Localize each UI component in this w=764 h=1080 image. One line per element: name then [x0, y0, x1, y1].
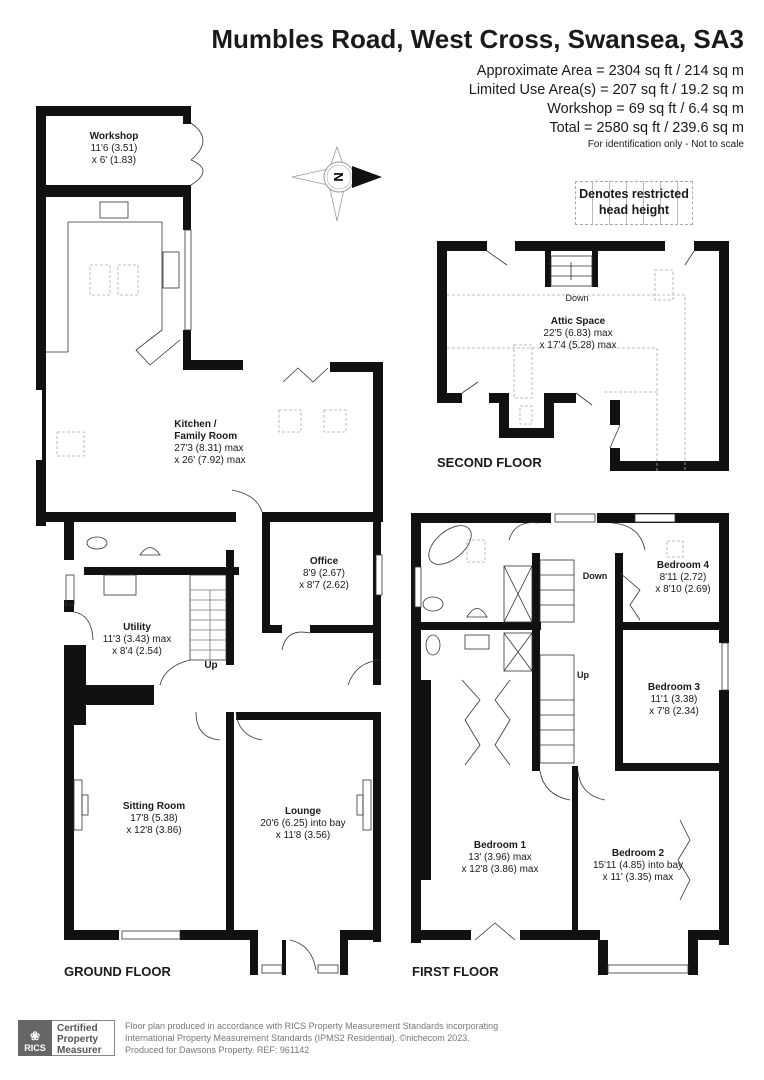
- stairs-up-label: Up: [204, 660, 218, 671]
- footer-line: Produced for Dawsons Property. REF: 9611…: [125, 1045, 310, 1055]
- first-floor-label: FIRST FLOOR: [412, 964, 499, 979]
- svg-text:N: N: [331, 172, 346, 181]
- footer-disclaimer: Floor plan produced in accordance with R…: [125, 1020, 498, 1056]
- footer-line: International Property Measurement Stand…: [125, 1033, 470, 1043]
- area-approximate: Approximate Area = 2304 sq ft / 214 sq m: [476, 63, 744, 79]
- ground-floor-label: GROUND FLOOR: [64, 964, 171, 979]
- legend-line-2: head height: [598, 203, 670, 217]
- first-stairs-up-label: Up: [577, 670, 589, 680]
- toilet-icon: [86, 536, 108, 550]
- toilet-icon: [422, 596, 444, 612]
- cert-line: Certified: [57, 1023, 98, 1034]
- staircase: [189, 574, 227, 661]
- ground-floor-walls: [36, 106, 383, 975]
- second-floor-fixtures: [447, 250, 695, 471]
- first-stairs-down-label: Down: [582, 571, 608, 581]
- restricted-height-legend: Denotes restricted head height: [575, 181, 693, 225]
- area-summary: Approximate Area = 2304 sq ft / 214 sq m…: [469, 62, 744, 138]
- rics-logo: ❀RICS: [18, 1020, 52, 1056]
- cert-line: Measurer: [57, 1045, 102, 1056]
- north-compass-icon: N: [291, 145, 382, 222]
- utility-sink-icon: [103, 574, 137, 596]
- scale-note: For identification only - Not to scale: [587, 139, 744, 150]
- area-limited-use: Limited Use Area(s) = 207 sq ft / 19.2 s…: [468, 82, 744, 98]
- shower-icon: [503, 565, 533, 623]
- attic-stairs-down-label: Down: [565, 293, 589, 303]
- first-floor-walls: [411, 513, 729, 975]
- footer: ❀RICS Certified Property Measurer Floor …: [18, 1020, 498, 1056]
- hob-icon: [99, 201, 129, 219]
- rics-crest-icon: ❀: [29, 1029, 41, 1043]
- area-total: Total = 2580 sq ft / 239.6 sq m: [549, 120, 744, 136]
- property-title: Mumbles Road, West Cross, Swansea, SA3: [211, 24, 744, 54]
- sink-icon: [162, 251, 180, 289]
- second-floor-walls: [437, 241, 729, 471]
- first-floor-fixtures: [414, 513, 729, 974]
- rics-badge-text: RICS: [24, 1043, 46, 1053]
- second-floor-label: SECOND FLOOR: [437, 455, 542, 470]
- basin-icon: [139, 547, 161, 556]
- footer-line: Floor plan produced in accordance with R…: [125, 1021, 499, 1031]
- cert-line: Property: [57, 1034, 99, 1045]
- bath-icon: [428, 525, 472, 565]
- ground-floor-fixtures: [46, 122, 383, 974]
- legend-line-1: Denotes restricted: [579, 187, 689, 201]
- certified-measurer-badge: Certified Property Measurer: [52, 1020, 115, 1056]
- area-workshop: Workshop = 69 sq ft / 6.4 sq m: [547, 101, 744, 117]
